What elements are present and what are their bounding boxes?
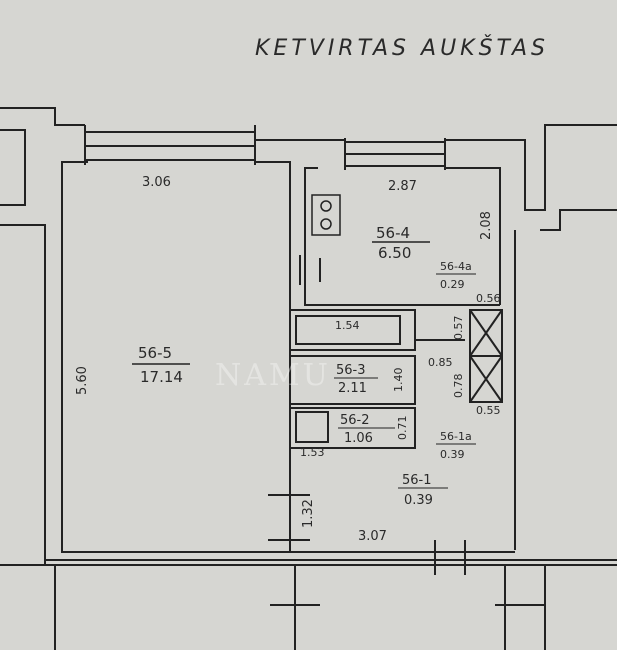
dim-1-40: 1.40 [392, 368, 405, 393]
room-56-3-label: 56-3 2.11 [334, 363, 378, 396]
room-56-1-area: 0.39 [404, 493, 433, 508]
wall-left-stub [0, 129, 26, 206]
room-56-4a-code: 56-4a [440, 260, 472, 273]
floor-title: KETVIRTAS AUKŠTAS [255, 35, 549, 61]
room-56-1-code: 56-1 [402, 473, 432, 488]
shaft-upper-cross2 [469, 309, 503, 357]
dim-0-56: 0.56 [476, 292, 501, 305]
bath-block [289, 309, 416, 351]
room-56-3-area: 2.11 [338, 381, 367, 396]
room-56-1a-label: 56-1a 0.39 [436, 430, 476, 461]
wall-room5-inner [61, 161, 290, 553]
room-56-1-label: 56-1 0.39 [398, 473, 448, 508]
wall-top-left [0, 107, 85, 126]
room-56-4-code: 56-4 [376, 224, 410, 242]
room-56-4-area: 6.50 [378, 244, 411, 262]
room-56-2-label: 56-2 1.06 [338, 413, 395, 446]
room-56-2-code: 56-2 [340, 413, 370, 428]
room-56-4-label: 56-4 6.50 [372, 224, 430, 262]
dim-0-71: 0.71 [396, 416, 409, 441]
toilet-box [295, 411, 329, 443]
dim-3-07: 3.07 [358, 529, 387, 544]
dim-2-08: 2.08 [479, 211, 494, 240]
walls [0, 107, 617, 650]
room-56-1a-code: 56-1a [440, 430, 472, 443]
room-56-1a-area: 0.39 [440, 448, 465, 461]
wall-top-right [445, 124, 617, 211]
dim-0-55: 0.55 [476, 404, 501, 417]
room2-block [289, 407, 416, 449]
dim-0-78: 0.78 [452, 374, 465, 399]
room-56-5-code: 56-5 [138, 344, 172, 362]
room3-block [289, 355, 416, 405]
dim-2-87: 2.87 [388, 179, 417, 194]
dim-1-32: 1.32 [301, 499, 316, 528]
bathtub [295, 315, 401, 345]
dim-3-06: 3.06 [142, 175, 171, 190]
dim-5-60: 5.60 [75, 366, 90, 395]
wall-kitchen-right [445, 167, 501, 305]
wall-kitchen-inner [304, 167, 500, 306]
dim-0-85: 0.85 [428, 356, 453, 369]
dim-0-57: 0.57 [452, 316, 465, 341]
room-56-2-area: 1.06 [344, 431, 373, 446]
room-56-4a-area: 0.29 [440, 278, 465, 291]
room-56-4a-label: 56-4a 0.29 [436, 260, 476, 291]
shaft-lower-cross2 [469, 355, 503, 403]
room-56-3-code: 56-3 [336, 363, 366, 378]
watermark-text: NAMU [215, 358, 331, 393]
room-56-5-label: 56-5 17.14 [132, 344, 190, 386]
wall-right-stub [540, 209, 617, 231]
dim-1-53: 1.53 [300, 446, 325, 459]
stove-icon [311, 194, 341, 236]
shaft-lower [469, 355, 503, 403]
dim-1-54: 1.54 [335, 319, 360, 332]
room-56-5-area: 17.14 [140, 368, 183, 386]
